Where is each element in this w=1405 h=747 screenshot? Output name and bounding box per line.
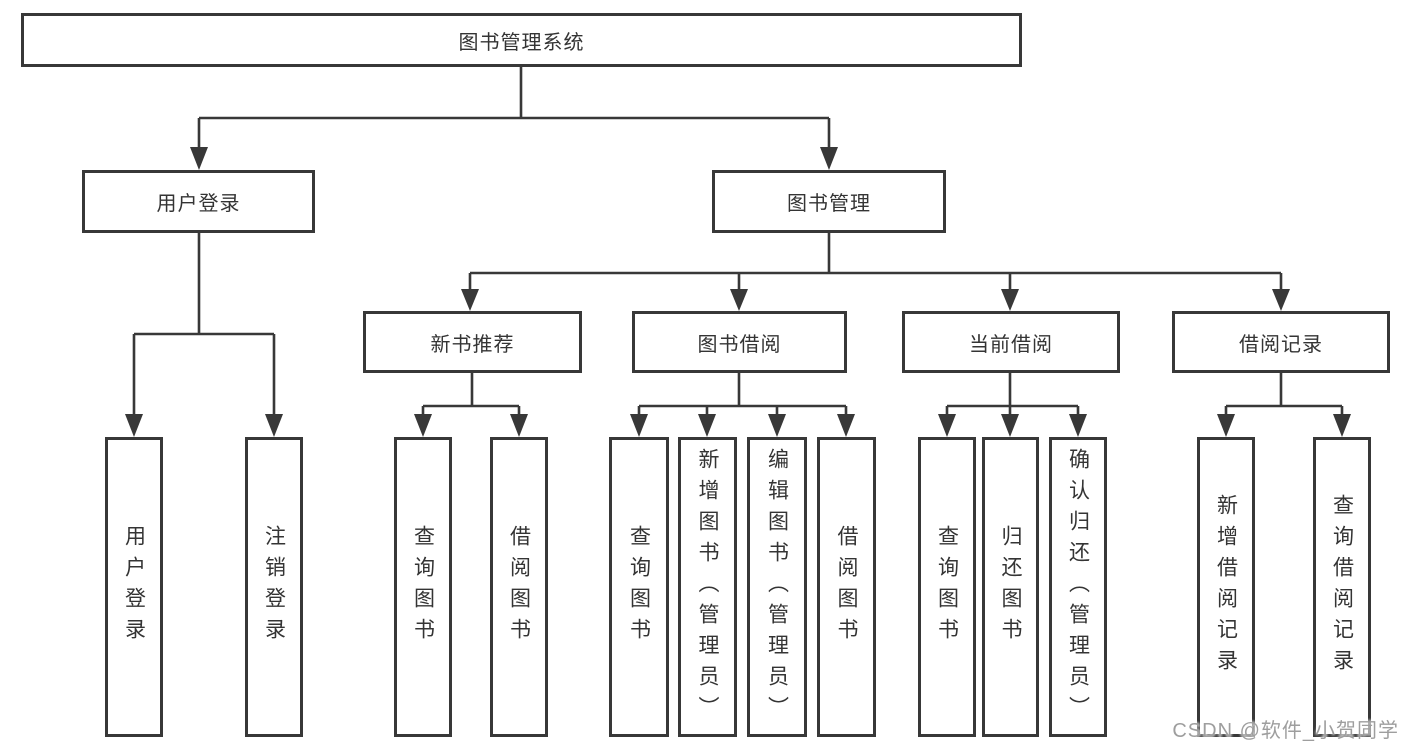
node-current-borrowing: 当前借阅 <box>902 311 1120 373</box>
arrowhead <box>414 414 432 437</box>
arrowhead <box>768 414 786 437</box>
leaf-query-borrow-record: 查询借阅记录 <box>1313 437 1371 737</box>
leaf-borrow-books: 借阅图书 <box>817 437 876 737</box>
node-root-library-system: 图书管理系统 <box>21 13 1022 67</box>
arrowhead <box>1069 414 1087 437</box>
arrowhead <box>837 414 855 437</box>
arrowhead <box>698 414 716 437</box>
arrowhead <box>265 414 283 437</box>
node-new-book-recommend: 新书推荐 <box>363 311 582 373</box>
csdn-watermark: CSDN @软件_小贺同学 <box>1172 720 1399 742</box>
leaf-query-books-recommend: 查询图书 <box>394 437 452 737</box>
arrowhead <box>461 289 479 311</box>
node-borrowing-records: 借阅记录 <box>1172 311 1390 373</box>
arrowhead <box>630 414 648 437</box>
arrowhead <box>820 147 838 170</box>
arrowhead <box>125 414 143 437</box>
node-book-borrowing: 图书借阅 <box>632 311 847 373</box>
leaf-user-login: 用户登录 <box>105 437 163 737</box>
leaf-add-book-admin: 新增图书（管理员） <box>678 437 737 737</box>
leaf-confirm-return-admin: 确认归还（管理员） <box>1049 437 1107 737</box>
arrowhead <box>938 414 956 437</box>
leaf-borrow-books-recommend: 借阅图书 <box>490 437 548 737</box>
arrowhead <box>1272 289 1290 311</box>
leaf-query-books-borrowing: 查询图书 <box>609 437 669 737</box>
arrowhead <box>1217 414 1235 437</box>
node-user-login: 用户登录 <box>82 170 315 233</box>
arrowhead <box>1001 289 1019 311</box>
leaf-query-books-current: 查询图书 <box>918 437 976 737</box>
arrowhead <box>190 147 208 170</box>
node-book-management: 图书管理 <box>712 170 946 233</box>
leaf-logout: 注销登录 <box>245 437 303 737</box>
arrowhead <box>1333 414 1351 437</box>
leaf-return-books: 归还图书 <box>982 437 1039 737</box>
leaf-add-borrow-record: 新增借阅记录 <box>1197 437 1255 737</box>
leaf-edit-book-admin: 编辑图书（管理员） <box>747 437 807 737</box>
arrowhead <box>730 289 748 311</box>
arrowhead <box>510 414 528 437</box>
arrowhead <box>1001 414 1019 437</box>
